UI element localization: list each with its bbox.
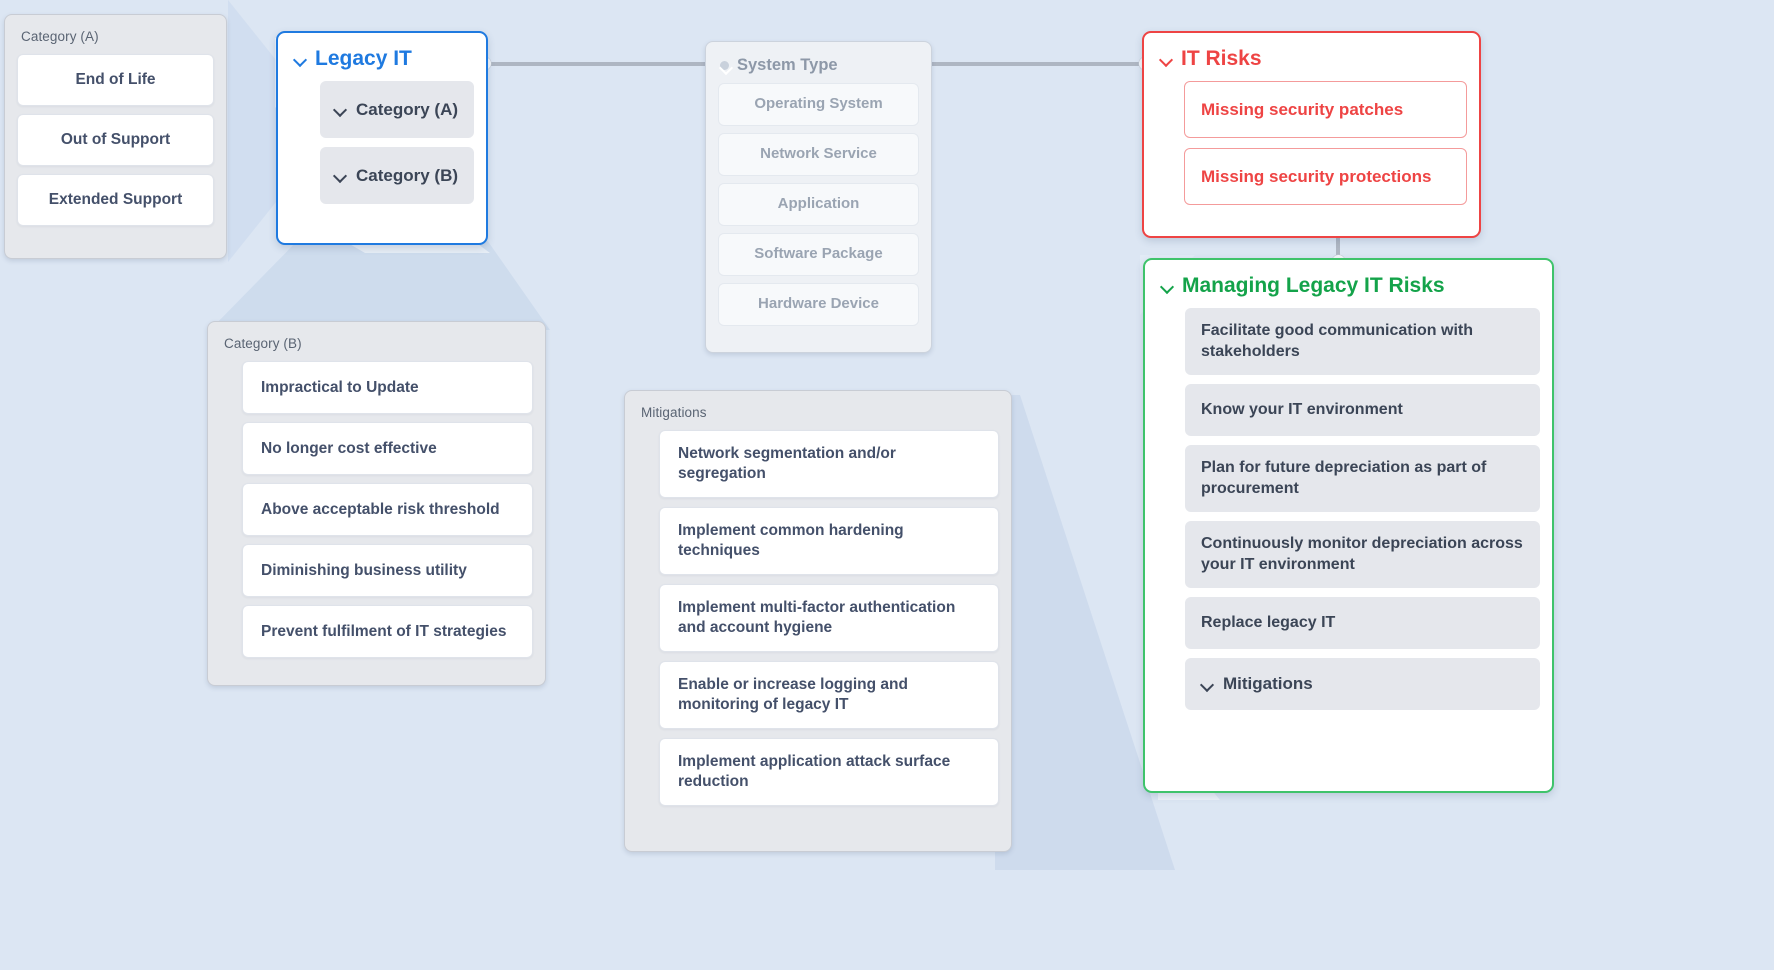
panel-system-type-items: Operating System Network Service Applica… — [718, 83, 919, 326]
node-managing-legacy-it-risks[interactable]: Managing Legacy IT Risks Facilitate good… — [1143, 258, 1554, 793]
panel-category-a: Category (A) End of Life Out of Support … — [4, 14, 227, 259]
list-item[interactable]: Missing security patches — [1184, 81, 1467, 138]
list-item[interactable]: End of Life — [17, 54, 214, 106]
chip-category-b[interactable]: Category (B) — [320, 147, 474, 204]
chevron-down-icon[interactable] — [720, 61, 729, 70]
list-item[interactable]: Network Service — [718, 133, 919, 176]
chevron-down-icon[interactable] — [294, 53, 307, 66]
list-item-label: Know your IT environment — [1201, 400, 1403, 418]
node-managing-header[interactable]: Managing Legacy IT Risks — [1157, 270, 1540, 308]
list-item[interactable]: Impractical to Update — [242, 361, 533, 414]
list-item[interactable]: Above acceptable risk threshold — [242, 483, 533, 536]
list-item[interactable]: Continuously monitor depreciation across… — [1185, 521, 1540, 588]
list-item[interactable]: Plan for future depreciation as part of … — [1185, 445, 1540, 512]
list-item[interactable]: Facilitate good communication with stake… — [1185, 308, 1540, 375]
panel-mitigations-title: Mitigations — [641, 405, 707, 420]
list-item[interactable]: Application — [718, 183, 919, 226]
connector-it-risks-to-managing — [1336, 236, 1340, 266]
panel-system-type-title: System Type — [737, 56, 838, 74]
panel-system-type-header[interactable]: System Type — [718, 54, 919, 83]
panel-category-b-title: Category (B) — [224, 336, 302, 351]
list-item[interactable]: Operating System — [718, 83, 919, 126]
list-item[interactable]: Missing security protections — [1184, 148, 1467, 205]
node-legacy-it-title: Legacy IT — [315, 47, 412, 70]
panel-category-a-title: Category (A) — [21, 29, 99, 44]
list-item-label: Replace legacy IT — [1201, 613, 1336, 631]
chip-label: Category (B) — [356, 165, 459, 185]
panel-mitigations-items: Network segmentation and/or segregation … — [637, 430, 999, 806]
node-legacy-it-header[interactable]: Legacy IT — [290, 43, 474, 81]
list-item[interactable]: Implement application attack surface red… — [659, 738, 999, 806]
node-managing-items: Facilitate good communication with stake… — [1157, 308, 1540, 710]
chevron-down-icon[interactable] — [334, 169, 347, 182]
chip-label: Category (A) — [356, 99, 459, 119]
panel-system-type: System Type Operating System Network Ser… — [705, 41, 932, 353]
list-item[interactable]: No longer cost effective — [242, 422, 533, 475]
chip-category-a[interactable]: Category (A) — [320, 81, 474, 138]
chip-label: Mitigations — [1223, 674, 1313, 693]
chevron-down-icon[interactable] — [334, 103, 347, 116]
connector-legacy-to-system-type — [488, 62, 716, 66]
panel-category-a-items: End of Life Out of Support Extended Supp… — [17, 54, 214, 226]
node-legacy-it-chips: Category (A) Category (B) — [290, 81, 474, 204]
panel-category-b-items: Impractical to Update No longer cost eff… — [220, 361, 533, 658]
chevron-down-icon[interactable] — [1161, 280, 1174, 293]
node-it-risks-title: IT Risks — [1181, 47, 1262, 70]
list-item[interactable]: Prevent fulfilment of IT strategies — [242, 605, 533, 658]
list-item[interactable]: Implement common hardening techniques — [659, 507, 999, 575]
list-item[interactable]: Software Package — [718, 233, 919, 276]
node-legacy-it[interactable]: Legacy IT Category (A) Category (B) — [276, 31, 488, 245]
list-item[interactable]: Enable or increase logging and monitorin… — [659, 661, 999, 729]
node-it-risks-header[interactable]: IT Risks — [1156, 43, 1467, 81]
node-it-risks[interactable]: IT Risks Missing security patches Missin… — [1142, 31, 1481, 238]
panel-category-b: Category (B) Impractical to Update No lo… — [207, 321, 546, 686]
node-it-risks-items: Missing security patches Missing securit… — [1156, 81, 1467, 205]
panel-mitigations: Mitigations Network segmentation and/or … — [624, 390, 1012, 852]
chevron-down-icon[interactable] — [1201, 678, 1214, 691]
connector-system-type-to-it-risks — [930, 62, 1152, 66]
list-item-label: Plan for future depreciation as part of … — [1201, 458, 1487, 497]
list-item-label: Facilitate good communication with stake… — [1201, 321, 1474, 360]
list-item[interactable]: Out of Support — [17, 114, 214, 166]
node-managing-title: Managing Legacy IT Risks — [1182, 274, 1445, 297]
list-item-label: Continuously monitor depreciation across… — [1201, 534, 1523, 573]
list-item[interactable]: Know your IT environment — [1185, 384, 1540, 436]
list-item[interactable]: Extended Support — [17, 174, 214, 226]
list-item[interactable]: Diminishing business utility — [242, 544, 533, 597]
chevron-down-icon[interactable] — [1160, 53, 1173, 66]
list-item[interactable]: Hardware Device — [718, 283, 919, 326]
list-item[interactable]: Implement multi-factor authentication an… — [659, 584, 999, 652]
list-item[interactable]: Network segmentation and/or segregation — [659, 430, 999, 498]
list-item[interactable]: Replace legacy IT — [1185, 597, 1540, 649]
chip-mitigations[interactable]: Mitigations — [1185, 658, 1540, 710]
